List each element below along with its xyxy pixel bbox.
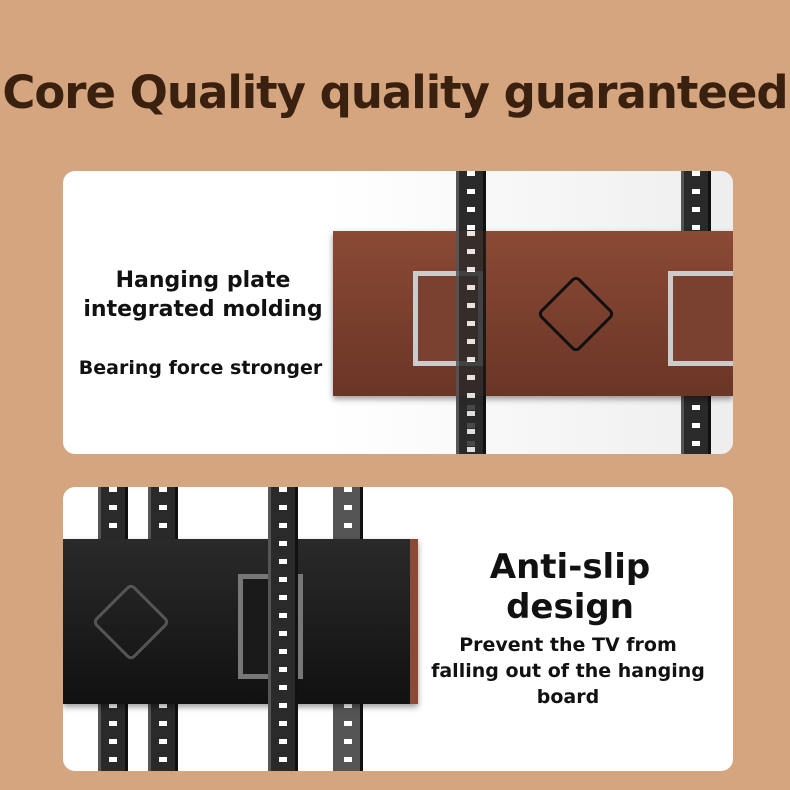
feature-card-anti-slip: Anti-slip design Prevent the TV from fal… (63, 487, 733, 771)
anti-slip-plate-image (63, 539, 418, 704)
hanging-plate-image (333, 231, 733, 396)
vertical-rail-front (456, 231, 486, 454)
anti-slip-description: Prevent the TV from falling out of the h… (431, 634, 705, 708)
vertical-rail-front (268, 487, 298, 771)
anti-slip-heading: Anti-slip design (489, 547, 651, 627)
page-title: Core Quality quality guaranteed (2, 66, 788, 119)
bearing-force-label: Bearing force stronger (78, 357, 323, 379)
